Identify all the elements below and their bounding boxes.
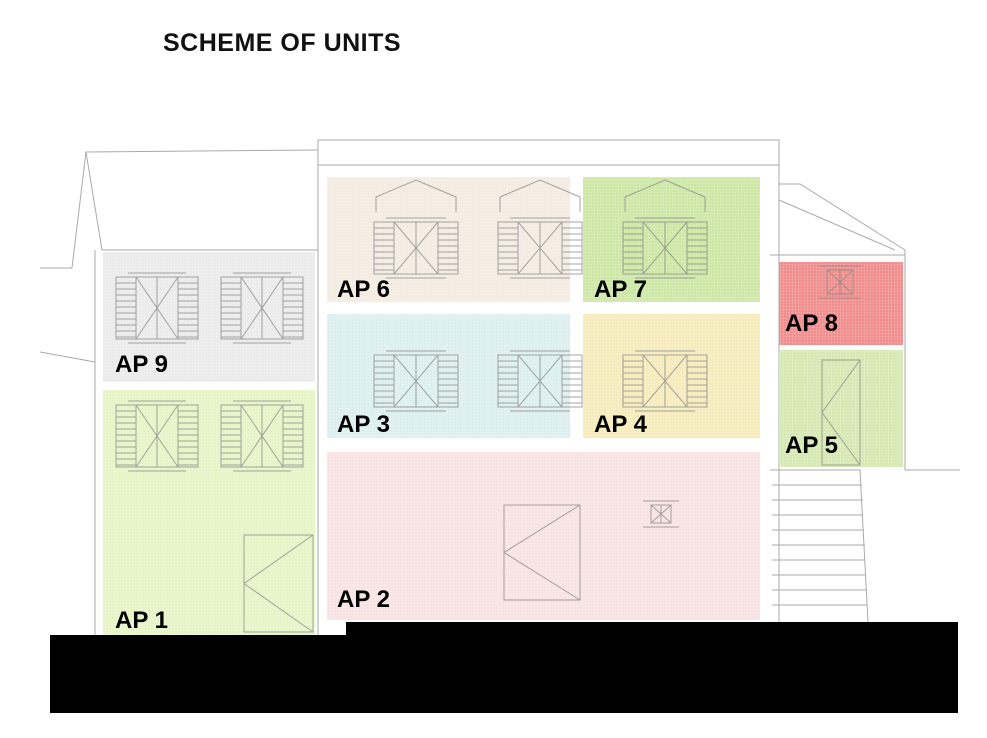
hatch-pattern <box>103 252 315 382</box>
unit-label-ap3: AP 3 <box>337 411 390 438</box>
hatch-pattern <box>779 350 903 467</box>
window <box>497 217 583 279</box>
unit-label-ap9: AP 9 <box>115 351 168 378</box>
dormer-roof <box>499 179 581 212</box>
unit-label-ap2: AP 2 <box>337 586 390 613</box>
building-outline <box>39 139 960 635</box>
staircase <box>772 484 867 606</box>
unit-label-ap5: AP 5 <box>785 432 838 459</box>
window <box>373 350 459 412</box>
dormer-roof <box>624 179 706 212</box>
dormer-roof <box>375 179 457 212</box>
diagram-title: SCHEME OF UNITS <box>163 29 402 57</box>
window <box>220 400 304 472</box>
door-ap1 <box>243 534 314 633</box>
hatch-pattern <box>583 314 760 438</box>
unit-label-ap6: AP 6 <box>337 276 390 303</box>
hatch-pattern <box>779 262 903 345</box>
hatch-pattern <box>327 452 760 620</box>
window <box>497 350 583 412</box>
window <box>373 217 459 279</box>
unit-label-ap8: AP 8 <box>785 310 838 337</box>
unit-label-ap1: AP 1 <box>115 607 168 634</box>
door-ap2 <box>503 504 581 601</box>
window <box>819 265 861 299</box>
hatch-pattern <box>103 390 315 635</box>
hatch-pattern <box>583 177 760 302</box>
ground <box>50 622 958 713</box>
window <box>622 217 708 279</box>
window <box>220 272 304 344</box>
unit-label-ap4: AP 4 <box>594 411 648 438</box>
door-ap5 <box>821 359 861 466</box>
window <box>115 272 199 344</box>
window <box>115 400 199 472</box>
hatch-pattern <box>327 314 570 438</box>
unit-label-ap7: AP 7 <box>594 276 647 303</box>
window <box>622 350 708 412</box>
window <box>643 500 679 528</box>
